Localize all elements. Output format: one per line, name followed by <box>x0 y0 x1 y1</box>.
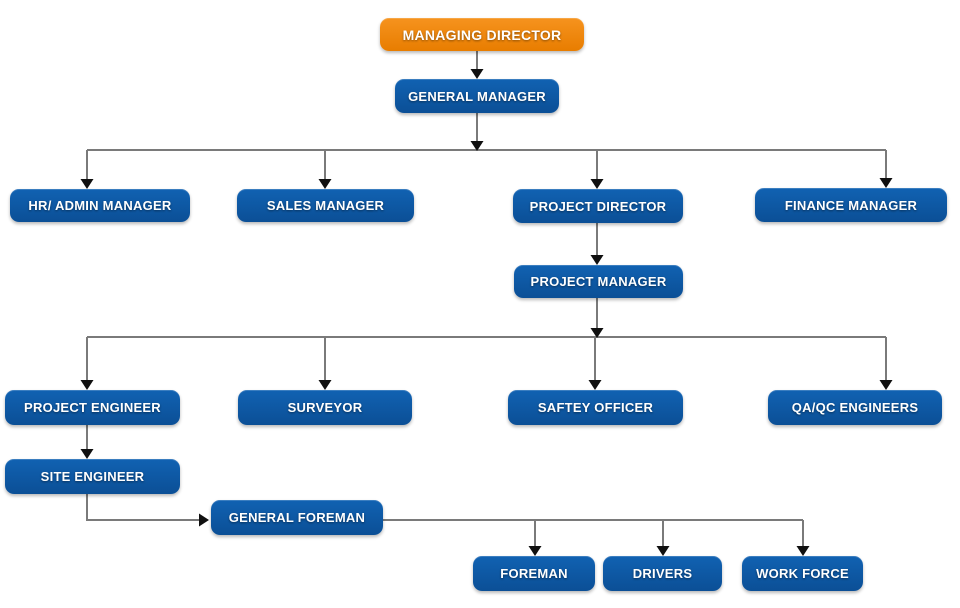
node-surveyor: SURVEYOR <box>238 390 412 425</box>
connector-arrowhead <box>588 380 602 390</box>
node-foreman: FOREMAN <box>473 556 595 591</box>
edge-site-engineer-general-foreman <box>86 494 209 527</box>
connector-arrowhead <box>80 449 94 459</box>
edge-general-manager-rail <box>470 113 484 151</box>
edge-rail-work-force <box>796 520 810 556</box>
connector-arrowhead <box>879 380 893 390</box>
node-project-manager: PROJECT MANAGER <box>514 265 683 298</box>
node-project-director: PROJECT DIRECTOR <box>513 189 683 223</box>
connector-arrowhead <box>656 546 670 556</box>
node-project-engineer: PROJECT ENGINEER <box>5 390 180 425</box>
edge-rail-finance-manager <box>879 150 893 188</box>
connector-arrowhead <box>528 546 542 556</box>
connector-arrowhead <box>590 179 604 189</box>
connector-arrowhead <box>590 328 604 338</box>
edge-project-manager-rail <box>590 298 604 338</box>
edge-rail-foreman <box>528 520 542 556</box>
connector-arrowhead <box>199 513 209 527</box>
edge-managing-director-general-manager <box>470 51 484 79</box>
connector-arrowhead <box>796 546 810 556</box>
node-work-force: WORK FORCE <box>742 556 863 591</box>
connector-arrowhead <box>318 380 332 390</box>
edge-rail-project-engineer <box>80 337 94 390</box>
node-site-engineer: SITE ENGINEER <box>5 459 180 494</box>
node-managing-director: MANAGING DIRECTOR <box>380 18 584 51</box>
connector-arrowhead <box>470 69 484 79</box>
node-qa-qc-engineers: QA/QC ENGINEERS <box>768 390 942 425</box>
node-saftey-officer: SAFTEY OFFICER <box>508 390 683 425</box>
edge-rail-hr-admin-manager <box>80 150 94 189</box>
edge-project-director-project-manager <box>590 223 604 265</box>
node-drivers: DRIVERS <box>603 556 722 591</box>
edge-project-engineer-site-engineer <box>80 425 94 459</box>
connector-line <box>86 494 200 521</box>
node-general-foreman: GENERAL FOREMAN <box>211 500 383 535</box>
connector-arrowhead <box>80 380 94 390</box>
connector-arrowhead <box>80 179 94 189</box>
connector-arrowhead <box>318 179 332 189</box>
node-finance-manager: FINANCE MANAGER <box>755 188 947 222</box>
edge-rail-qa-qc-engineers <box>879 337 893 390</box>
connector-arrowhead <box>879 178 893 188</box>
edge-rail-surveyor <box>318 337 332 390</box>
connector-arrowhead <box>590 255 604 265</box>
node-hr-admin-manager: HR/ ADMIN MANAGER <box>10 189 190 222</box>
node-general-manager: GENERAL MANAGER <box>395 79 559 113</box>
edge-rail-sales-manager <box>318 150 332 189</box>
node-sales-manager: SALES MANAGER <box>237 189 414 222</box>
edge-rail-saftey-officer <box>588 337 602 390</box>
edge-rail-project-director <box>590 150 604 189</box>
connector-arrowhead <box>470 141 484 151</box>
edge-rail-drivers <box>656 520 670 556</box>
